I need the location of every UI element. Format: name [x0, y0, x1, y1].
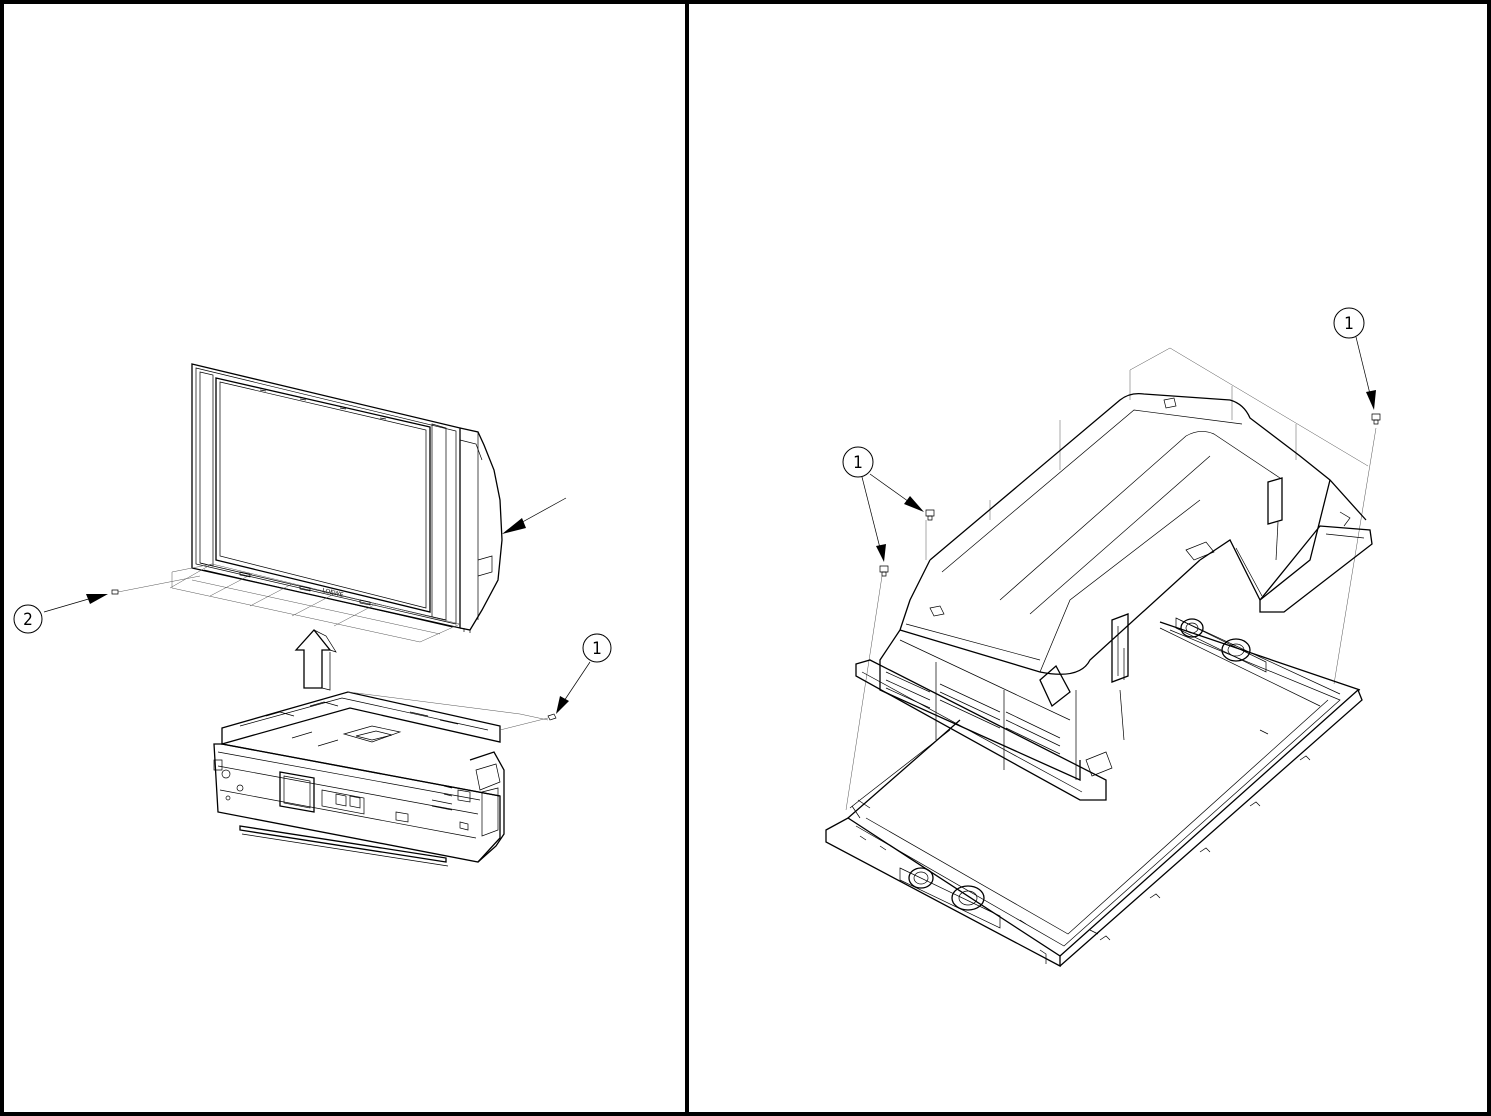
callout-2-left-label: 2: [23, 610, 33, 630]
callout-1-left: 1: [556, 634, 611, 714]
screw-right-a: [926, 510, 934, 520]
callout-2-left: 2: [14, 594, 108, 633]
screw-right-b: [880, 566, 888, 576]
insert-direction-arrow: [296, 630, 336, 690]
callout-1-right-top: 1: [1334, 308, 1376, 410]
screw-2-left: [112, 590, 118, 594]
rear-cover: [856, 394, 1372, 800]
chassis-module: [214, 692, 548, 866]
screw-right-c: [1372, 414, 1380, 424]
callout-1-right-left-label: 1: [853, 453, 863, 473]
callout-1-right-left: 1: [843, 447, 924, 562]
rear-cover-leader: [502, 498, 566, 534]
tv-set-assembly: LOEWE: [118, 364, 502, 642]
callout-1-left-label: 1: [592, 639, 602, 659]
screw-1-left: [500, 714, 556, 730]
callout-1-right-top-label: 1: [1344, 314, 1354, 334]
right-guide-lines: [846, 348, 1376, 810]
tv-brand-badge: LOEWE: [322, 587, 345, 599]
cabinet-base-frame: [826, 618, 1362, 966]
